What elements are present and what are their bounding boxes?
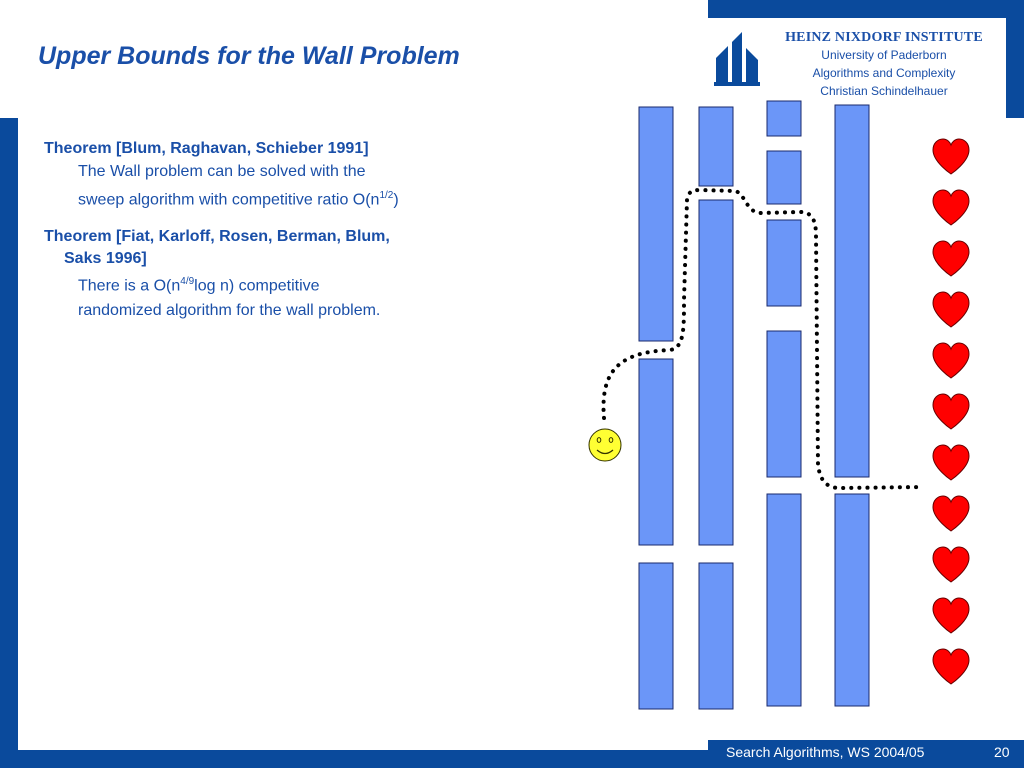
wall-segment xyxy=(638,562,674,710)
theorem-2-heading: Theorem [Fiat, Karloff, Rosen, Berman, B… xyxy=(44,226,494,270)
theorem-2-heading-line-2: Saks 1996] xyxy=(64,250,147,268)
heart-icon xyxy=(932,546,970,583)
heart-icon xyxy=(932,291,970,328)
heart-icon xyxy=(932,189,970,226)
heart-icon xyxy=(932,648,970,685)
wall-segment xyxy=(766,330,802,478)
slide-title: Upper Bounds for the Wall Problem xyxy=(38,42,460,70)
heart-icon xyxy=(932,495,970,532)
theorem-1: Theorem [Blum, Raghavan, Schieber 1991] … xyxy=(44,138,494,212)
theorem-2-ratio-suffix: log n) competitive xyxy=(194,277,320,295)
theorem-1-body-line-2: sweep algorithm with competitive ratio O… xyxy=(44,184,494,212)
wall-segment xyxy=(834,104,870,478)
wall-segment xyxy=(766,150,802,205)
frame-left-bar xyxy=(0,118,18,768)
wall-segment xyxy=(834,493,870,707)
institute-block: HEINZ NIXDORF INSTITUTE University of Pa… xyxy=(762,30,1006,100)
heart-icon xyxy=(932,444,970,481)
theorem-1-heading: Theorem [Blum, Raghavan, Schieber 1991] xyxy=(44,140,369,157)
theorem-1-exponent: 1/2 xyxy=(379,190,394,201)
wall-segment xyxy=(698,106,734,187)
theorem-1-body-line-1: The Wall problem can be solved with the xyxy=(78,163,366,180)
theorem-2-ratio-prefix: There is a O(n xyxy=(78,277,181,295)
theorem-1-ratio-suffix: ) xyxy=(393,191,399,209)
wall-segment xyxy=(766,219,802,307)
theorem-2-body-line-1: There is a O(n4/9log n) competitive xyxy=(44,270,494,298)
sweep-path xyxy=(601,187,924,491)
institute-name: HEINZ NIXDORF INSTITUTE xyxy=(785,30,983,45)
institute-group: Algorithms and Complexity xyxy=(812,66,956,80)
university-logo-icon xyxy=(714,32,760,86)
page-number: 20 xyxy=(994,744,1010,760)
theorem-2-heading-line-1: Theorem [Fiat, Karloff, Rosen, Berman, B… xyxy=(44,228,390,246)
wall-segment xyxy=(638,106,674,342)
heart-icon xyxy=(932,393,970,430)
wall-segment xyxy=(698,562,734,710)
theorem-1-ratio-prefix: sweep algorithm with competitive ratio O… xyxy=(78,191,380,209)
institute-author: Christian Schindelhauer xyxy=(820,84,948,98)
theorem-2-exponent: 4/9 xyxy=(180,276,195,288)
footer-course: Search Algorithms, WS 2004/05 xyxy=(726,744,925,760)
frame-top-bar xyxy=(708,0,1024,18)
wall-segment xyxy=(766,100,802,137)
wall-segment xyxy=(638,358,674,546)
smiley-icon xyxy=(588,428,622,462)
heart-icon xyxy=(932,240,970,277)
heart-icon xyxy=(932,597,970,634)
heart-icon xyxy=(932,138,970,175)
wall-segment xyxy=(698,199,734,546)
theorem-2-body-line-2: randomized algorithm for the wall proble… xyxy=(78,301,381,319)
institute-university: University of Paderborn xyxy=(821,48,947,62)
theorem-2: Theorem [Fiat, Karloff, Rosen, Berman, B… xyxy=(44,226,494,322)
slide-content: Theorem [Blum, Raghavan, Schieber 1991] … xyxy=(44,138,494,337)
heart-icon xyxy=(932,342,970,379)
footer-band xyxy=(708,740,1024,768)
wall-segment xyxy=(766,493,802,707)
frame-right-bar xyxy=(1006,0,1024,118)
